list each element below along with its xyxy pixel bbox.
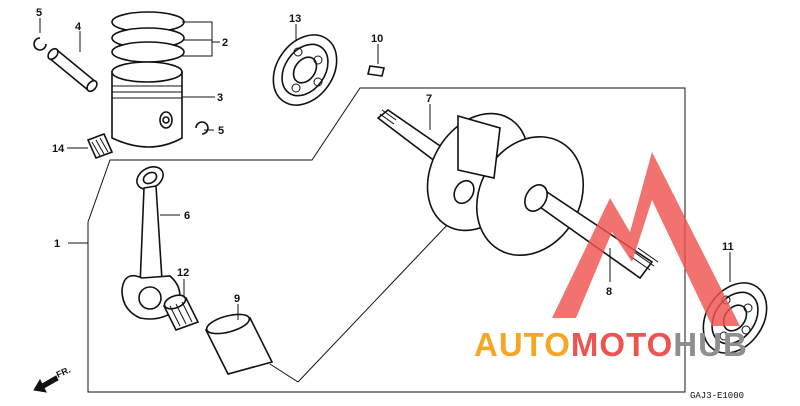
callout-9: 9	[234, 293, 240, 305]
callout-10: 10	[371, 33, 383, 45]
piston-pin	[47, 47, 98, 93]
callout-6: 6	[184, 210, 190, 222]
watermark-text: AUTOMOTOHUB	[474, 326, 748, 363]
front-direction-label: FR.	[55, 365, 72, 380]
callout-14: 14	[52, 143, 65, 155]
assembly-boundary	[87, 87, 686, 393]
piston-rings	[111, 11, 185, 63]
callout-5-upper: 5	[36, 7, 42, 19]
callout-12: 12	[177, 267, 189, 279]
callout-2: 2	[222, 37, 228, 49]
woodruff-key	[367, 65, 385, 77]
crank-bearing-left	[272, 34, 338, 106]
small-end-bearing	[86, 132, 114, 160]
callout-5-lower: 5	[218, 125, 224, 137]
piston-pin-clip-lower	[195, 121, 209, 135]
callout-4: 4	[75, 21, 82, 33]
callout-8: 8	[606, 286, 612, 298]
callout-7: 7	[426, 93, 432, 105]
watermark-triangle-icon	[552, 152, 740, 326]
connecting-rod	[121, 166, 181, 320]
piston	[111, 61, 183, 148]
crank-pin	[204, 313, 274, 375]
piston-pin-clip-upper	[33, 37, 47, 51]
callout-1: 1	[54, 238, 60, 250]
callout-13: 13	[289, 13, 301, 25]
front-direction-arrow	[33, 375, 59, 393]
callout-3: 3	[217, 92, 223, 104]
crankshaft	[376, 109, 659, 280]
big-end-bearing	[162, 294, 200, 331]
diagram-code: GAJ3-E1000	[690, 391, 744, 401]
callout-11: 11	[722, 241, 734, 253]
watermark-logo	[552, 152, 740, 326]
